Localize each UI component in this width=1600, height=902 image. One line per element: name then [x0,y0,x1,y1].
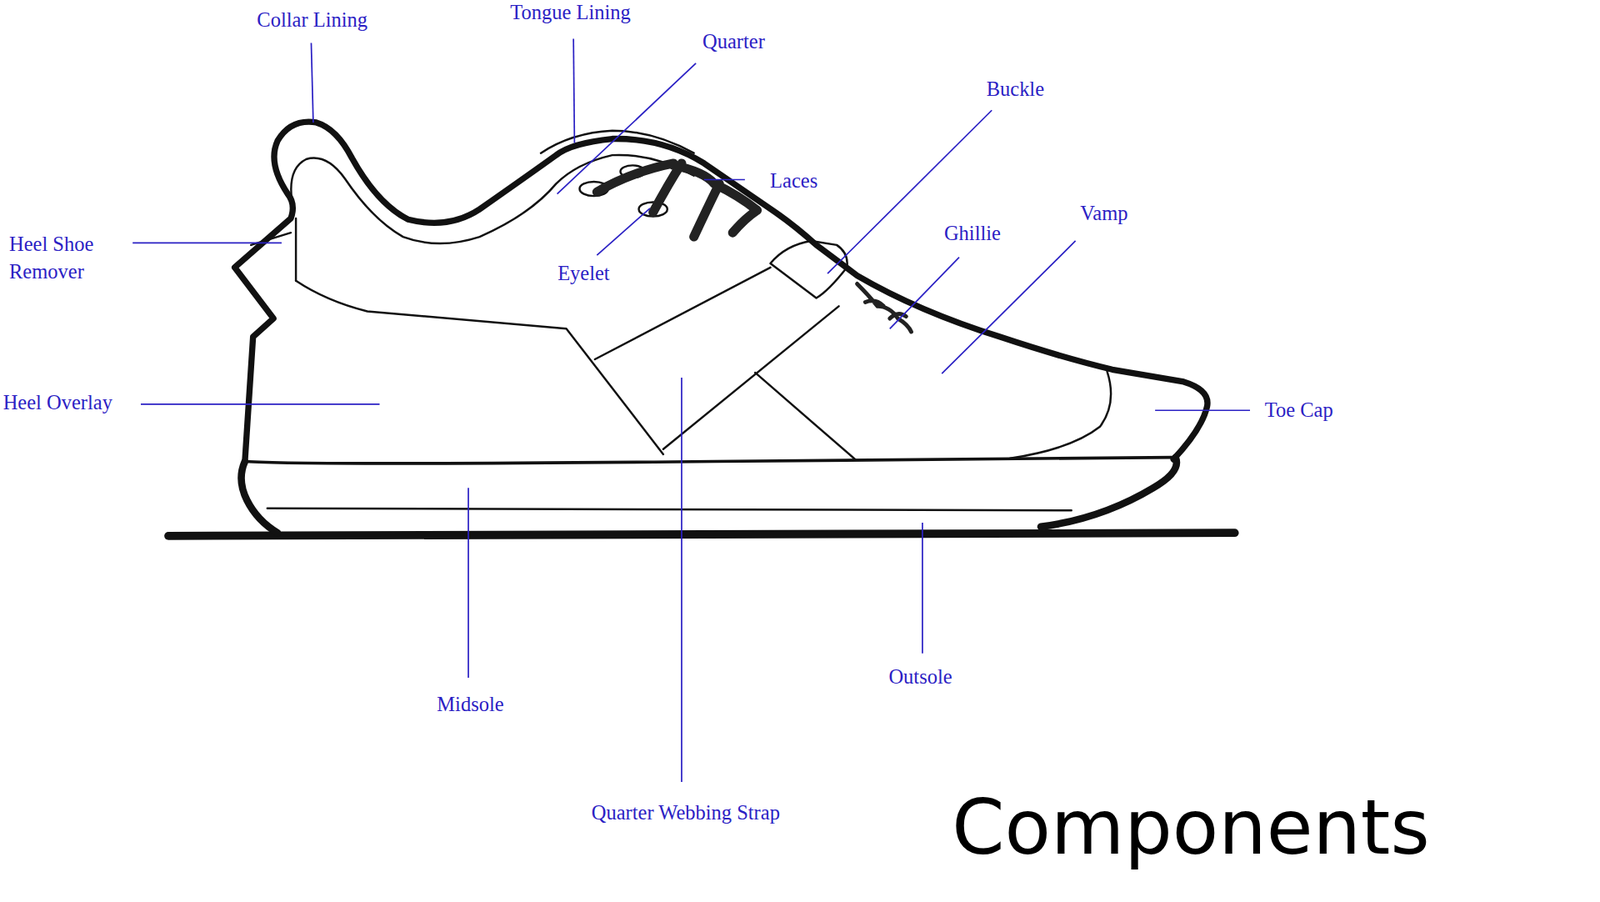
part-label: Quarter Webbing Strap [591,800,780,825]
part-label: Laces [770,168,818,193]
part-label: Vamp [1080,200,1128,225]
part-label: Toe Cap [1265,396,1334,421]
part-label: Eyelet [557,260,610,285]
part-label: Tongue Lining [510,0,631,25]
part-label: Midsole [436,691,504,716]
part-label: Buckle [986,76,1045,101]
part-label: Quarter [702,28,765,53]
part-label: Outsole [888,664,952,689]
diagram-title: Components [951,780,1430,873]
part-label: Ghillie [944,220,1001,245]
part-label: Collar Lining [256,7,368,32]
part-label: Heel Shoe Remover [9,230,120,286]
part-label: Heel Overlay [3,390,113,415]
